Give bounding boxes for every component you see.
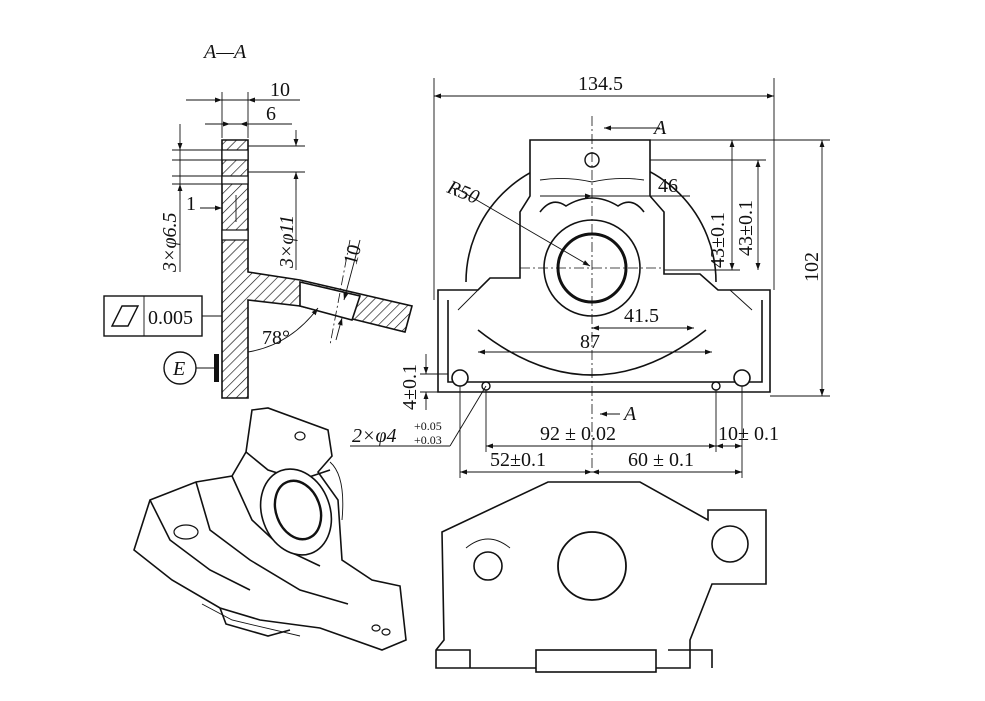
base-hole-right xyxy=(733,369,751,387)
dim-92: 92 ± 0.02 xyxy=(540,423,616,445)
flatness-value: 0.005 xyxy=(148,307,193,329)
datum-letter: E xyxy=(172,358,185,380)
dim-pin-tol-lower: +0.03 xyxy=(414,433,442,447)
dim-6: 6 xyxy=(266,103,276,125)
dim-46: 46 xyxy=(658,175,678,197)
dim-87: 87 xyxy=(580,331,600,353)
plate-hole-2 xyxy=(221,175,249,185)
section-view-a-a: A—A 10 6 3×φ6.5 1 xyxy=(103,41,413,399)
datum-e: E xyxy=(163,351,219,385)
section-mark-bottom: A xyxy=(622,403,637,425)
section-mark-top: A xyxy=(652,117,667,139)
plan-hole-right xyxy=(711,525,749,563)
iso-bore-inner xyxy=(273,479,323,541)
plan-tab-bottom xyxy=(535,649,657,673)
dim-height-total: 102 xyxy=(801,252,823,282)
flatness-tolerance-frame: 0.005 xyxy=(103,295,222,337)
iso-hole-3 xyxy=(371,624,381,632)
front-view: A A 134.5 102 43±0.1 43±0.1 46 R50 41.5 … xyxy=(350,73,830,478)
dim-rib-10: 10 xyxy=(340,242,366,267)
dim-52: 52±0.1 xyxy=(490,449,546,471)
dim-holes-small: 3×φ6.5 xyxy=(159,212,181,273)
isometric-view xyxy=(133,407,407,651)
base-hole-left xyxy=(451,369,469,387)
dim-pin-tol-upper: +0.05 xyxy=(414,419,442,433)
plan-bore xyxy=(557,531,627,601)
pin-hole-right xyxy=(711,381,721,391)
dim-pin-holes: 2×φ4 xyxy=(352,425,397,447)
dim-width-total: 134.5 xyxy=(578,73,623,95)
plate-hole-3 xyxy=(221,229,249,241)
dim-angle: 78° xyxy=(262,327,290,349)
dim-r50: R50 xyxy=(443,176,482,209)
flatness-symbol-icon xyxy=(110,305,140,327)
dim-10-top: 10 xyxy=(270,79,290,101)
dim-41-5: 41.5 xyxy=(624,305,659,327)
dim-43-b: 43±0.1 xyxy=(735,200,757,256)
iso-hole-2 xyxy=(173,524,199,540)
plate-hole-1 xyxy=(221,149,249,161)
rib-unhatched xyxy=(299,280,362,321)
dim-4: 4±0.1 xyxy=(399,364,421,410)
dim-60: 60 ± 0.1 xyxy=(628,449,694,471)
iso-hole-4 xyxy=(381,628,391,636)
section-plate xyxy=(221,139,413,399)
dim-10-right: 10± 0.1 xyxy=(718,423,779,445)
plan-hole-left xyxy=(473,551,503,581)
dim-holes-large: 3×φ11 xyxy=(276,215,298,269)
plan-view xyxy=(435,481,767,673)
dim-43-a: 43±0.1 xyxy=(707,212,729,268)
dim-1: 1 xyxy=(186,193,196,215)
section-title: A—A xyxy=(202,41,247,63)
iso-hole-1 xyxy=(294,431,306,441)
